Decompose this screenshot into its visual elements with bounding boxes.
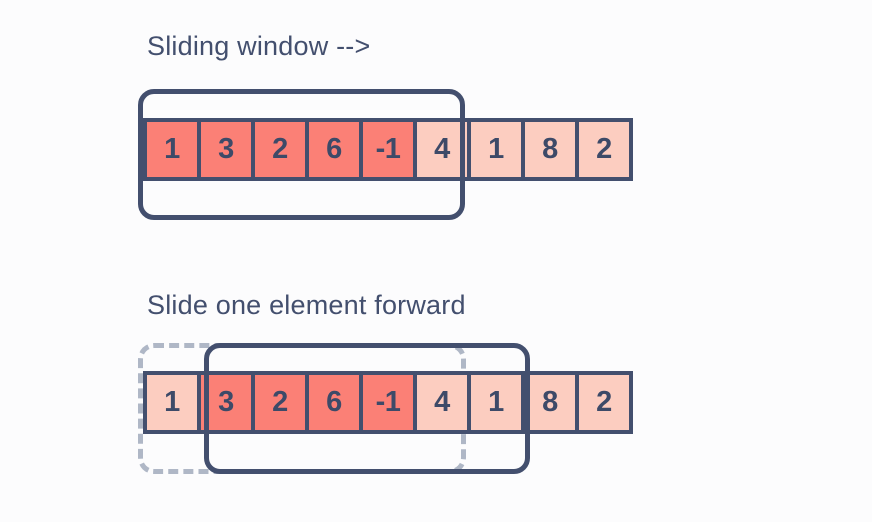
array-cell: 8 [521, 371, 579, 434]
array-cell: 2 [575, 118, 633, 181]
array-cell: 2 [251, 371, 309, 434]
array-cell: 3 [197, 118, 255, 181]
array-cell: 3 [197, 371, 255, 434]
array-cell: 8 [521, 118, 579, 181]
array-cell: 2 [251, 118, 309, 181]
array-cell: 6 [305, 371, 363, 434]
array-cell: -1 [359, 371, 417, 434]
array-row-2: 1 3 2 6 -1 4 1 8 2 [143, 371, 633, 434]
array-cell: 1 [467, 371, 525, 434]
array-cell: 1 [143, 118, 201, 181]
array-cell: 1 [143, 371, 201, 434]
array-row-1: 1 3 2 6 -1 4 1 8 2 [143, 118, 633, 181]
array-cell: 4 [413, 371, 471, 434]
section-title-slide-forward: Slide one element forward [147, 290, 466, 320]
array-cell: -1 [359, 118, 417, 181]
array-cell: 4 [413, 118, 471, 181]
array-cell: 2 [575, 371, 633, 434]
array-cell: 6 [305, 118, 363, 181]
array-cell: 1 [467, 118, 525, 181]
section-title-sliding-window: Sliding window --> [147, 31, 371, 61]
